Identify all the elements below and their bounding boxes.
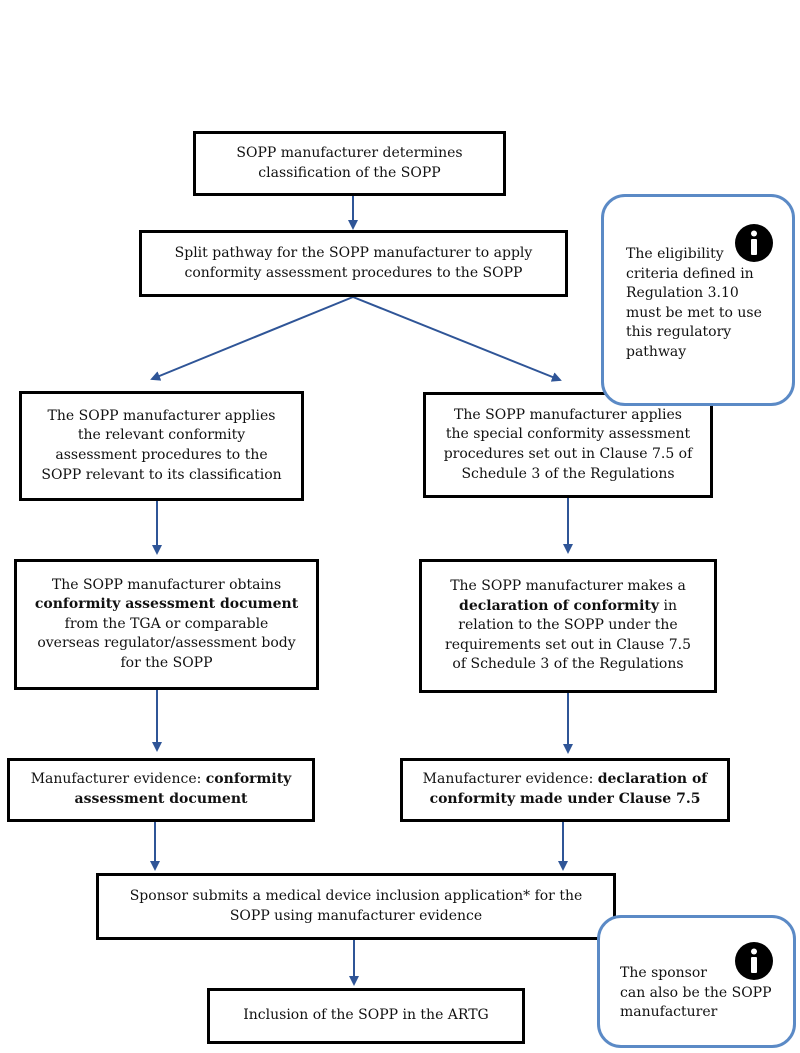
- arrow-split-to-left: [150, 296, 354, 381]
- callout-text: must be met to use: [626, 304, 762, 321]
- node-text-line: Manufacturer evidence: declaration of: [423, 770, 708, 790]
- node-text: in: [659, 597, 677, 614]
- node-text: Split pathway for the SOPP manufacturer …: [174, 244, 533, 261]
- callout-sponsor-note: The sponsor can also be the SOPP manufac…: [597, 915, 796, 1048]
- node-text: Manufacturer evidence:: [422, 771, 598, 788]
- callout-text: The sponsor: [620, 965, 707, 981]
- node-left-apply: The SOPP manufacturer applies the releva…: [19, 391, 304, 501]
- node-text: for the SOPP: [120, 654, 213, 671]
- node-text: SOPP manufacturer determines: [236, 144, 463, 161]
- node-text: The SOPP manufacturer obtains: [51, 576, 282, 593]
- info-icon: [735, 224, 773, 262]
- node-text: Schedule 3 of the Regulations: [461, 465, 675, 482]
- callout-text: this regulatory: [626, 324, 732, 341]
- callout-text: can also be the SOPP: [620, 984, 772, 1001]
- node-text: The SOPP manufacturer applies: [454, 406, 682, 423]
- node-text: procedures set out in Clause 7.5 of: [443, 446, 693, 462]
- callout-text: Regulation 3.10: [626, 285, 739, 302]
- callout-text: The eligibility: [626, 246, 724, 262]
- node-text: The SOPP manufacturer makes a: [450, 578, 686, 595]
- node-classify: SOPP manufacturer determines classificat…: [193, 131, 506, 196]
- node-text: classification of the SOPP: [258, 164, 441, 181]
- node-text: the relevant conformity: [77, 427, 246, 444]
- node-text: from the TGA or comparable: [64, 615, 269, 632]
- node-text-line: Manufacturer evidence: conformity: [31, 770, 292, 790]
- node-left-obtain: The SOPP manufacturer obtains conformity…: [14, 559, 319, 690]
- node-text-line: declaration of conformity in: [459, 597, 677, 617]
- node-text: the special conformity assessment: [445, 426, 691, 443]
- node-text: SOPP using manufacturer evidence: [229, 907, 483, 924]
- node-text: Inclusion of the SOPP in the ARTG: [243, 1007, 489, 1024]
- node-right-evidence: Manufacturer evidence: declaration of co…: [400, 758, 730, 822]
- node-text: overseas regulator/assessment body: [37, 635, 296, 652]
- callout-text: manufacturer: [620, 1004, 718, 1021]
- callout-text: pathway: [626, 343, 687, 360]
- node-text: Manufacturer evidence:: [30, 771, 206, 788]
- node-left-evidence: Manufacturer evidence: conformity assess…: [7, 758, 315, 822]
- node-text: of Schedule 3 of the Regulations: [452, 656, 684, 673]
- node-text: requirements set out in Clause 7.5: [445, 636, 691, 653]
- node-right-declare: The SOPP manufacturer makes a declaratio…: [419, 559, 717, 693]
- node-text-bold: conformity assessment document: [34, 596, 299, 613]
- callout-text: criteria defined in: [626, 265, 754, 282]
- node-text: The SOPP manufacturer applies: [47, 407, 276, 424]
- node-right-apply: The SOPP manufacturer applies the specia…: [423, 392, 713, 498]
- node-text: Sponsor submits a medical device inclusi…: [129, 887, 583, 904]
- node-text-bold: conformity: [205, 771, 292, 788]
- node-text-bold: declaration of: [597, 771, 708, 788]
- node-text: assessment procedures to the: [55, 447, 268, 463]
- callout-eligibility: The eligibility criteria defined in Regu…: [601, 194, 795, 406]
- node-split-pathway: Split pathway for the SOPP manufacturer …: [139, 230, 568, 297]
- node-sponsor-submits: Sponsor submits a medical device inclusi…: [96, 873, 616, 940]
- node-text-bold: declaration of conformity: [459, 597, 660, 614]
- node-text: conformity assessment procedures to the …: [184, 264, 523, 281]
- node-inclusion: Inclusion of the SOPP in the ARTG: [207, 988, 525, 1044]
- info-icon: [735, 942, 773, 980]
- node-text: SOPP relevant to its classification: [41, 466, 282, 483]
- node-text: relation to the SOPP under the: [458, 617, 678, 634]
- node-text-bold: conformity made under Clause 7.5: [429, 791, 701, 807]
- node-text-bold: assessment document: [74, 791, 248, 807]
- arrow-split-to-right: [352, 296, 562, 382]
